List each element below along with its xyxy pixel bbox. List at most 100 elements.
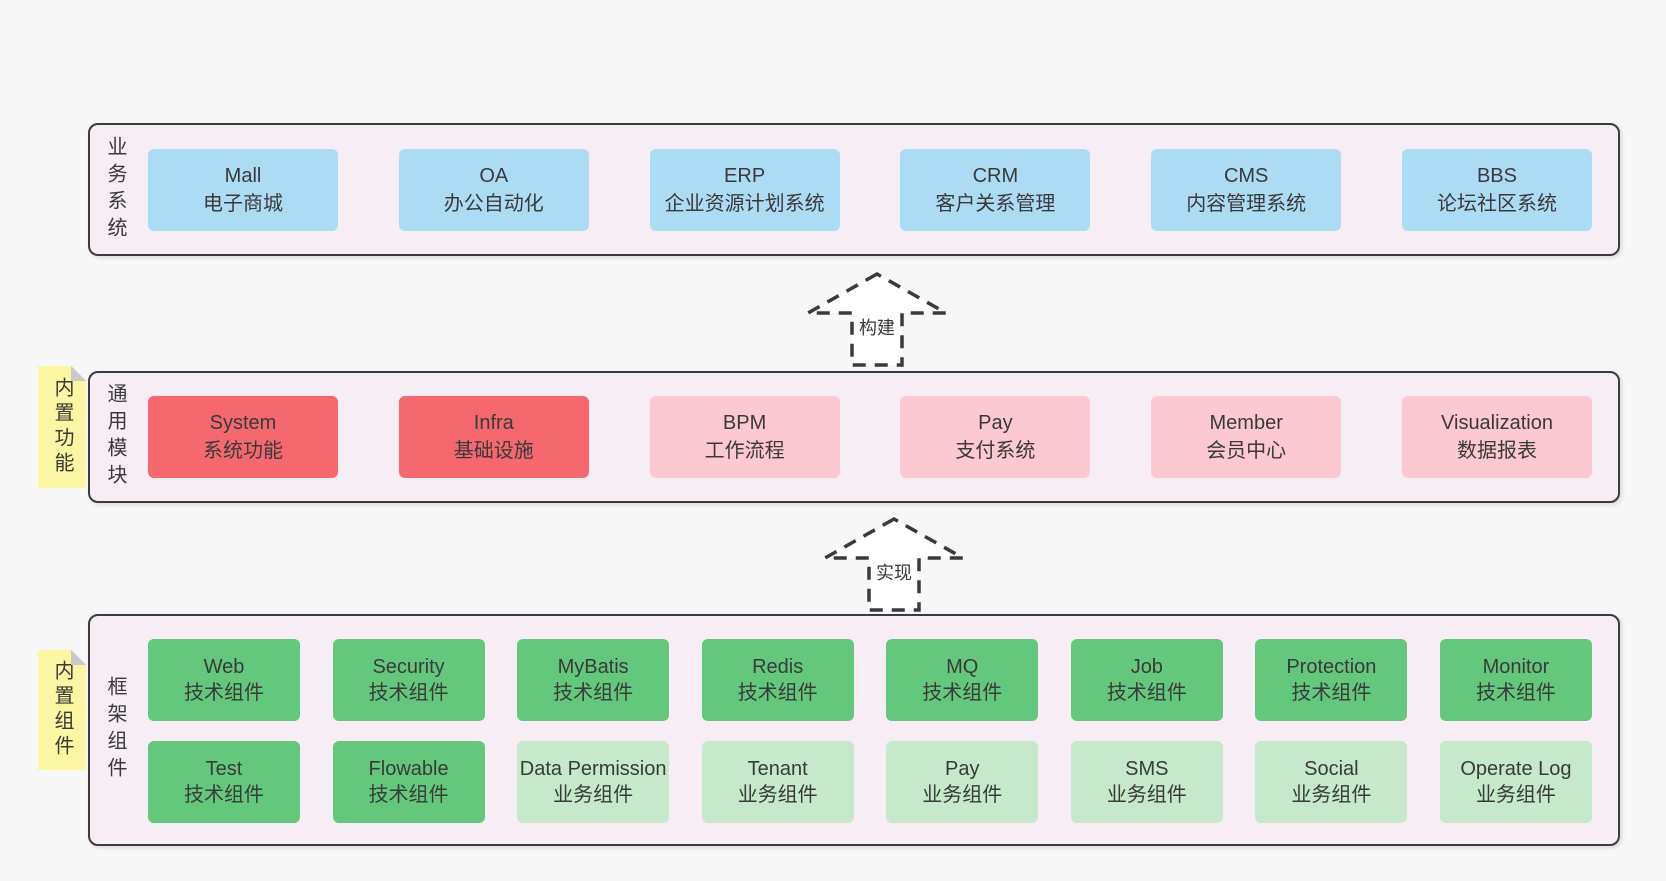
- component-box-mybatis: MyBatis 技术组件: [517, 639, 670, 721]
- box-subtitle: 内容管理系统: [1186, 192, 1307, 215]
- box-subtitle: 企业资源计划系统: [664, 192, 825, 215]
- builtin-component-note-text: 内置组件: [51, 660, 73, 760]
- note-fold-corner: [71, 650, 86, 665]
- box-subtitle: 会员中心: [1206, 440, 1287, 462]
- component-box-operate-log: Operate Log 业务组件: [1439, 741, 1592, 823]
- box-subtitle: 技术组件: [184, 784, 264, 806]
- box-subtitle: 办公自动化: [443, 192, 544, 215]
- module-box-infra: Infra 基础设施: [398, 396, 589, 478]
- module-box-visualization: Visualization 数据报表: [1401, 396, 1592, 478]
- component-box-job: Job 技术组件: [1070, 639, 1223, 721]
- box-subtitle: 业务组件: [737, 784, 818, 806]
- box-title: Test: [205, 758, 243, 780]
- builtin-feature-note: 内置功能: [38, 366, 86, 488]
- component-box-web: Web 技术组件: [148, 639, 300, 721]
- box-title: Infra: [473, 412, 514, 434]
- box-title: Redis: [752, 656, 804, 678]
- business-box-mall: Mall 电子商城: [148, 148, 338, 231]
- box-title: BBS: [1476, 164, 1517, 187]
- box-title: MyBatis: [557, 656, 629, 678]
- box-subtitle: 技术组件: [922, 682, 1003, 704]
- component-box-sms: SMS 业务组件: [1070, 741, 1223, 823]
- box-title: Operate Log: [1460, 758, 1572, 780]
- box-title: System: [209, 412, 277, 434]
- box-title: Security: [372, 656, 445, 678]
- business-box-crm: CRM 客户关系管理: [900, 148, 1091, 231]
- box-title: Protection: [1286, 656, 1377, 678]
- box-subtitle: 业务组件: [922, 784, 1003, 806]
- box-title: OA: [479, 164, 509, 187]
- box-subtitle: 系统功能: [203, 440, 283, 462]
- box-title: SMS: [1125, 758, 1169, 780]
- box-subtitle: 技术组件: [184, 682, 264, 704]
- note-fold-corner: [71, 366, 86, 381]
- business-box-erp: ERP 企业资源计划系统: [649, 148, 840, 231]
- box-title: Member: [1209, 412, 1283, 434]
- component-box-flowable: Flowable 技术组件: [332, 741, 485, 823]
- business-box-oa: OA 办公自动化: [398, 148, 589, 231]
- box-title: Monitor: [1482, 656, 1550, 678]
- implement-arrow: 实现: [819, 516, 969, 613]
- framework-components-band: 框架组件 Web 技术组件 Security 技术组件 MyBatis 技术组件…: [88, 614, 1620, 846]
- box-subtitle: 技术组件: [553, 682, 634, 704]
- box-subtitle: 业务组件: [1475, 784, 1556, 806]
- component-box-monitor: Monitor 技术组件: [1439, 639, 1592, 721]
- component-box-protection: Protection 技术组件: [1255, 639, 1408, 721]
- box-subtitle: 工作流程: [704, 440, 785, 462]
- build-arrow-label: 构建: [857, 314, 897, 340]
- box-subtitle: 业务组件: [1291, 784, 1372, 806]
- implement-arrow-label: 实现: [874, 559, 914, 585]
- build-arrow: 构建: [802, 271, 952, 368]
- component-box-mq: MQ 技术组件: [886, 639, 1039, 721]
- business-band-label: 业务系统: [104, 135, 126, 244]
- box-title: Web: [203, 656, 245, 678]
- box-subtitle: 客户关系管理: [935, 192, 1056, 215]
- components-rows: Web 技术组件 Security 技术组件 MyBatis 技术组件 Redi…: [148, 639, 1592, 823]
- business-box-cms: CMS 内容管理系统: [1151, 148, 1342, 231]
- components-band-label: 框架组件: [104, 676, 126, 784]
- box-title: Data Permission: [519, 758, 667, 780]
- module-box-bpm: BPM 工作流程: [649, 396, 840, 478]
- box-title: CRM: [972, 164, 1019, 187]
- component-box-data-permission: Data Permission 业务组件: [517, 741, 670, 823]
- box-title: Mall: [224, 164, 262, 187]
- module-box-system: System 系统功能: [148, 396, 338, 478]
- box-title: BPM: [722, 412, 767, 434]
- modules-box-row: System 系统功能 Infra 基础设施 BPM 工作流程 Pay 支付系统…: [148, 373, 1592, 501]
- component-box-test: Test 技术组件: [148, 741, 300, 823]
- common-modules-band: 通用模块 System 系统功能 Infra 基础设施 BPM 工作流程 Pay…: [88, 371, 1620, 503]
- box-subtitle: 论坛社区系统: [1436, 192, 1557, 215]
- box-title: Visualization: [1441, 412, 1553, 434]
- component-box-social: Social 业务组件: [1255, 741, 1408, 823]
- modules-band-label: 通用模块: [104, 383, 126, 491]
- box-subtitle: 技术组件: [1106, 682, 1187, 704]
- box-subtitle: 基础设施: [453, 440, 534, 462]
- box-subtitle: 数据报表: [1456, 440, 1537, 462]
- builtin-component-note: 内置组件: [38, 650, 86, 770]
- business-systems-band: 业务系统 Mall 电子商城 OA 办公自动化 ERP 企业资源计划系统 CRM…: [88, 123, 1620, 256]
- box-title: Tenant: [747, 758, 808, 780]
- box-subtitle: 业务组件: [1106, 784, 1187, 806]
- box-subtitle: 技术组件: [737, 682, 818, 704]
- box-title: CMS: [1223, 164, 1269, 187]
- box-subtitle: 电子商城: [203, 192, 283, 215]
- module-box-member: Member 会员中心: [1151, 396, 1342, 478]
- box-title: Pay: [945, 758, 980, 780]
- business-box-row: Mall 电子商城 OA 办公自动化 ERP 企业资源计划系统 CRM 客户关系…: [148, 125, 1592, 254]
- box-title: Pay: [978, 412, 1013, 434]
- business-box-bbs: BBS 论坛社区系统: [1401, 148, 1592, 231]
- box-title: Flowable: [368, 758, 449, 780]
- box-title: ERP: [724, 164, 766, 187]
- components-row-2: Test 技术组件 Flowable 技术组件 Data Permission …: [148, 741, 1592, 823]
- components-row-1: Web 技术组件 Security 技术组件 MyBatis 技术组件 Redi…: [148, 639, 1592, 721]
- box-subtitle: 支付系统: [955, 440, 1036, 462]
- builtin-feature-note-text: 内置功能: [51, 377, 73, 477]
- component-box-redis: Redis 技术组件: [701, 639, 854, 721]
- box-subtitle: 技术组件: [368, 682, 449, 704]
- component-box-tenant: Tenant 业务组件: [701, 741, 854, 823]
- module-box-pay: Pay 支付系统: [900, 396, 1091, 478]
- box-subtitle: 技术组件: [1291, 682, 1372, 704]
- box-subtitle: 业务组件: [553, 784, 634, 806]
- box-subtitle: 技术组件: [368, 784, 449, 806]
- box-title: Job: [1130, 656, 1163, 678]
